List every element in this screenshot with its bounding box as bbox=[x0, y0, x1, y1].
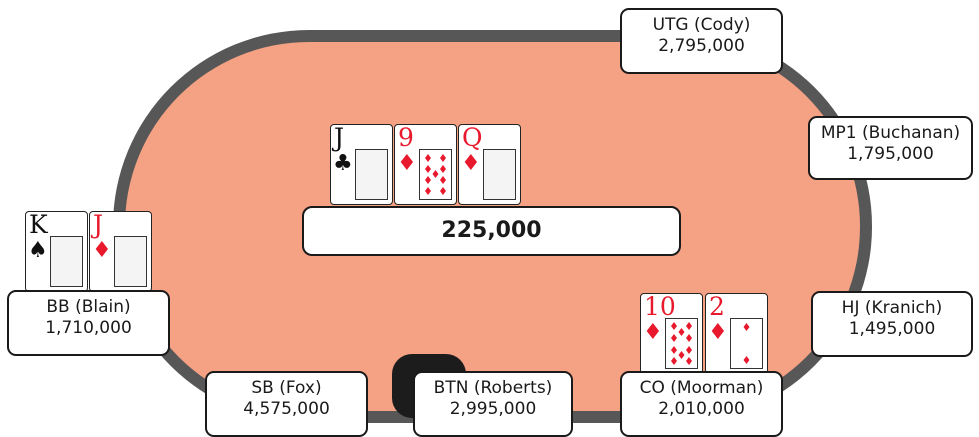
seat-chip-stack: 2,795,000 bbox=[622, 36, 781, 57]
pot-amount: 225,000 bbox=[302, 206, 681, 256]
seat-chip-stack: 1,795,000 bbox=[810, 144, 971, 165]
diamond-suit-icon: ♦ bbox=[92, 240, 112, 262]
seat-player-name: SB (Fox) bbox=[207, 378, 366, 399]
seat-btn: BTN (Roberts) 2,995,000 bbox=[413, 371, 573, 437]
seat-co: CO (Moorman) 2,010,000 bbox=[620, 371, 783, 437]
card-rank: Q bbox=[462, 124, 483, 152]
seat-chip-stack: 2,010,000 bbox=[622, 399, 781, 420]
card-rank: J bbox=[93, 211, 103, 239]
seat-chip-stack: 4,575,000 bbox=[207, 399, 366, 420]
diamond-suit-icon: ♦ bbox=[643, 322, 663, 344]
card-rank: K bbox=[29, 211, 48, 239]
jack-face-icon bbox=[114, 236, 147, 287]
king-face-icon bbox=[50, 236, 83, 287]
board-card-1: J ♣ bbox=[330, 124, 393, 205]
card-rank: J bbox=[334, 124, 344, 152]
bb-hole-card-2: J ♦ bbox=[89, 211, 152, 292]
board-card-2: 9 ♦ bbox=[394, 124, 457, 205]
co-hole-card-2: 2 ♦ bbox=[705, 293, 768, 374]
diamond-pips-icon bbox=[665, 318, 698, 369]
diamond-pips-icon bbox=[730, 318, 763, 369]
card-rank: 9 bbox=[398, 124, 414, 152]
bb-hole-card-1: K ♠ bbox=[25, 211, 88, 292]
seat-player-name: UTG (Cody) bbox=[622, 15, 781, 36]
jack-face-icon bbox=[355, 149, 388, 200]
queen-face-icon bbox=[483, 149, 516, 200]
seat-player-name: BB (Blain) bbox=[9, 297, 168, 318]
board-card-3: Q ♦ bbox=[458, 124, 521, 205]
seat-chip-stack: 1,495,000 bbox=[813, 319, 971, 340]
seat-player-name: BTN (Roberts) bbox=[415, 378, 571, 399]
diamond-suit-icon: ♦ bbox=[397, 153, 417, 175]
card-rank: 2 bbox=[709, 293, 725, 321]
seat-hj: HJ (Kranich) 1,495,000 bbox=[811, 291, 973, 357]
seat-utg: UTG (Cody) 2,795,000 bbox=[620, 8, 783, 74]
seat-chip-stack: 1,710,000 bbox=[9, 318, 168, 339]
club-suit-icon: ♣ bbox=[333, 153, 353, 175]
diamond-suit-icon: ♦ bbox=[461, 153, 481, 175]
co-hole-card-1: 10 ♦ bbox=[640, 293, 703, 374]
card-rank: 10 bbox=[644, 293, 676, 321]
spade-suit-icon: ♠ bbox=[28, 240, 48, 262]
seat-player-name: HJ (Kranich) bbox=[813, 298, 971, 319]
diamond-suit-icon: ♦ bbox=[708, 322, 728, 344]
diamond-pips-icon bbox=[419, 149, 452, 200]
seat-bb: BB (Blain) 1,710,000 bbox=[7, 290, 170, 356]
seat-player-name: CO (Moorman) bbox=[622, 378, 781, 399]
seat-mp1: MP1 (Buchanan) 1,795,000 bbox=[808, 116, 973, 180]
seat-sb: SB (Fox) 4,575,000 bbox=[205, 371, 368, 437]
seat-player-name: MP1 (Buchanan) bbox=[810, 123, 971, 144]
seat-chip-stack: 2,995,000 bbox=[415, 399, 571, 420]
